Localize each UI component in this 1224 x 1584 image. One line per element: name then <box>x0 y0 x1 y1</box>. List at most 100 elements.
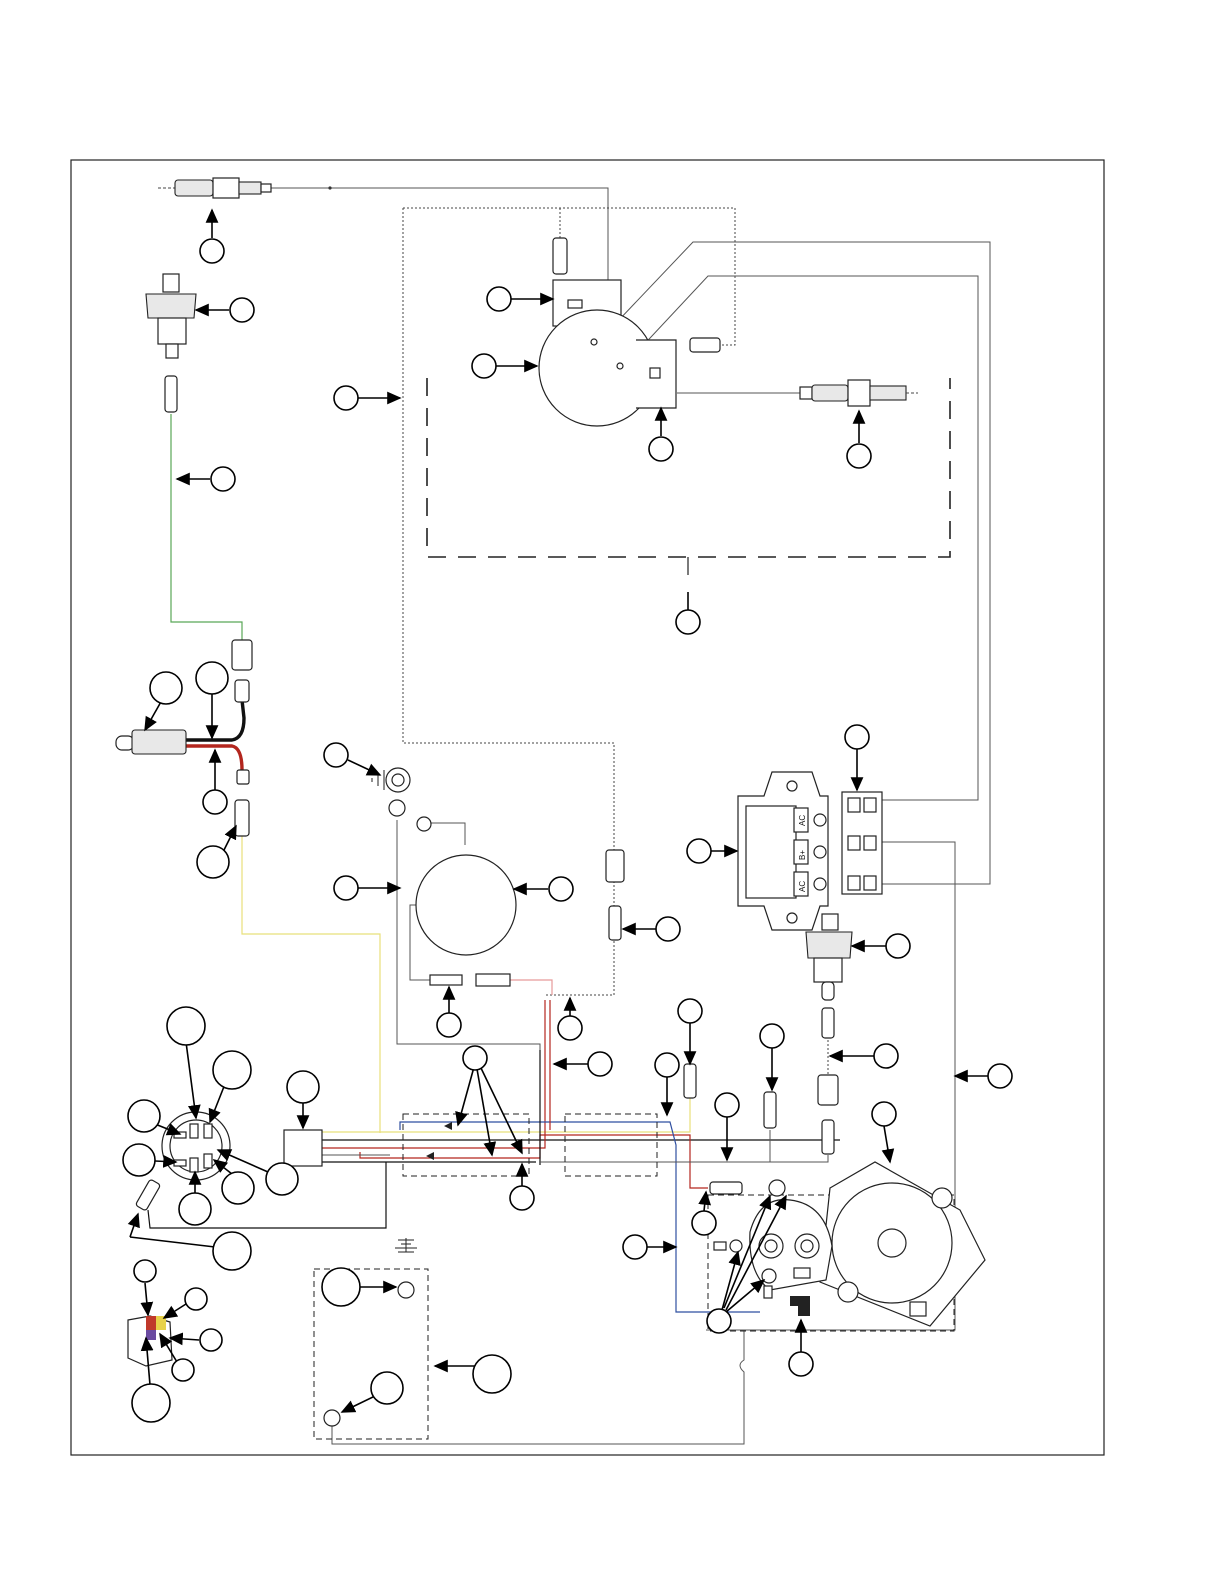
callout-battery <box>473 1355 511 1393</box>
callout-spark-plug-right <box>847 444 871 468</box>
callout-alternator <box>549 877 573 901</box>
callout-regulator-connector <box>845 725 869 749</box>
spark-plug-top-icon <box>158 178 271 198</box>
callout-harness-plug <box>287 1071 319 1103</box>
key-switch-icon <box>162 1112 230 1180</box>
regulator-terminal-3: AC <box>798 881 807 892</box>
callout-key-a <box>128 1100 160 1132</box>
callout-key-l <box>266 1163 298 1195</box>
green-wire <box>171 414 242 640</box>
connector-oil-icon <box>822 1008 834 1038</box>
voltage-regulator-icon <box>738 772 828 930</box>
harness-box-left <box>403 1114 529 1176</box>
temperature-sender-icon <box>146 274 196 358</box>
connector-oil-2-icon <box>818 1075 838 1105</box>
alternator-icon <box>416 855 516 955</box>
relay-icon <box>128 1316 172 1366</box>
callout-harness-box <box>510 1186 534 1210</box>
connector-green-top-icon <box>165 376 177 412</box>
callout-yellow-end <box>678 999 702 1023</box>
solenoid-bracket-icon <box>790 1296 810 1316</box>
ring-terminal-2-icon <box>417 817 431 831</box>
fuse-holder-icon <box>710 1182 742 1194</box>
harness-box-right <box>565 1114 657 1176</box>
callout-black-wire <box>196 662 228 694</box>
callout-flywheel <box>472 354 496 378</box>
regulator-terminal-2: B+ <box>798 850 807 860</box>
callout-ignition-module <box>487 287 511 311</box>
connector-ignition-top-icon <box>553 238 567 274</box>
callout-battery-positive <box>371 1372 403 1404</box>
connector-yellow-icon <box>235 800 249 836</box>
connector-alternator-icon <box>606 850 624 882</box>
callout-fuse <box>692 1211 716 1235</box>
callout-harness-right <box>655 1053 679 1077</box>
callout-solenoid-bracket <box>789 1352 813 1376</box>
callout-spark-plug-top <box>200 239 224 263</box>
callout-temp-sender <box>230 298 254 322</box>
callout-key-s <box>179 1193 211 1225</box>
connector-pulse-icon <box>822 1120 834 1154</box>
harness-plug-icon <box>284 1130 322 1166</box>
connector-ignition-right-icon <box>690 338 720 352</box>
connector-light-black-icon <box>235 680 249 702</box>
indicator-light-icon <box>116 730 186 754</box>
ground-ring-icon <box>372 768 410 792</box>
battery-positive-icon <box>324 1410 340 1426</box>
solenoid-lead-icon <box>764 1286 772 1298</box>
callout-diodes <box>463 1046 487 1070</box>
starter-motor-icon <box>820 1162 985 1326</box>
connector-light-top-icon <box>232 640 252 670</box>
ring-terminal-cable-icon <box>769 1180 785 1196</box>
callout-pink-connector <box>656 917 680 941</box>
callout-indicator-light <box>150 672 182 704</box>
callout-key-g <box>123 1144 155 1176</box>
callout-oil-switch <box>886 934 910 958</box>
callout-coil <box>649 437 673 461</box>
diode-2-icon <box>426 1152 434 1160</box>
callout-key-b <box>213 1051 251 1089</box>
callout-relay-right <box>200 1329 222 1351</box>
callout-key-m <box>222 1172 254 1204</box>
connector-pink-icon <box>609 906 621 940</box>
alternator-plug-icon <box>430 975 462 985</box>
connector-light-red-icon <box>237 770 249 784</box>
callout-ground <box>324 743 348 767</box>
connector-mid-icon <box>764 1092 776 1128</box>
callout-relay <box>132 1384 170 1422</box>
callout-starter <box>872 1102 896 1126</box>
spark-plug-right-icon <box>800 380 918 406</box>
callout-relay-purple <box>172 1359 194 1381</box>
ring-terminal-solenoid-icon <box>730 1240 742 1252</box>
callout-battery-negative <box>322 1268 360 1306</box>
red-wire <box>185 746 242 770</box>
alternator-plug-2-icon <box>476 974 510 986</box>
diode-1-icon <box>444 1122 452 1130</box>
callout-red-wire <box>203 790 227 814</box>
callout-key-switch <box>167 1007 205 1045</box>
callout-engine <box>676 610 700 634</box>
regulator-connector-block-icon <box>842 792 882 894</box>
battery-negative-icon <box>398 1282 414 1298</box>
callout-blue-wire <box>623 1235 647 1259</box>
small-connector-icon <box>714 1242 726 1250</box>
callout-solenoid-terminals <box>707 1309 731 1333</box>
callout-mid-connector <box>760 1024 784 1048</box>
callout-key-lead <box>213 1232 251 1270</box>
connector-yellow-end-icon <box>684 1064 696 1098</box>
callout-green-wire <box>211 467 235 491</box>
callout-gray-trunk <box>988 1064 1012 1088</box>
callout-oil-wire <box>874 1044 898 1068</box>
callout-pink-wire <box>558 1016 582 1040</box>
callout-alternator-lead <box>334 876 358 900</box>
regulator-terminal-1: AC <box>798 815 807 826</box>
engine-boundary <box>427 378 950 557</box>
ignition-module-icon <box>539 280 676 426</box>
ground-symbol-icon <box>395 1238 417 1252</box>
ring-terminal-icon <box>389 800 405 816</box>
callout-red-main <box>588 1052 612 1076</box>
callout-regulator <box>687 839 711 863</box>
black-wire <box>185 700 244 740</box>
callout-black-main <box>715 1093 739 1117</box>
